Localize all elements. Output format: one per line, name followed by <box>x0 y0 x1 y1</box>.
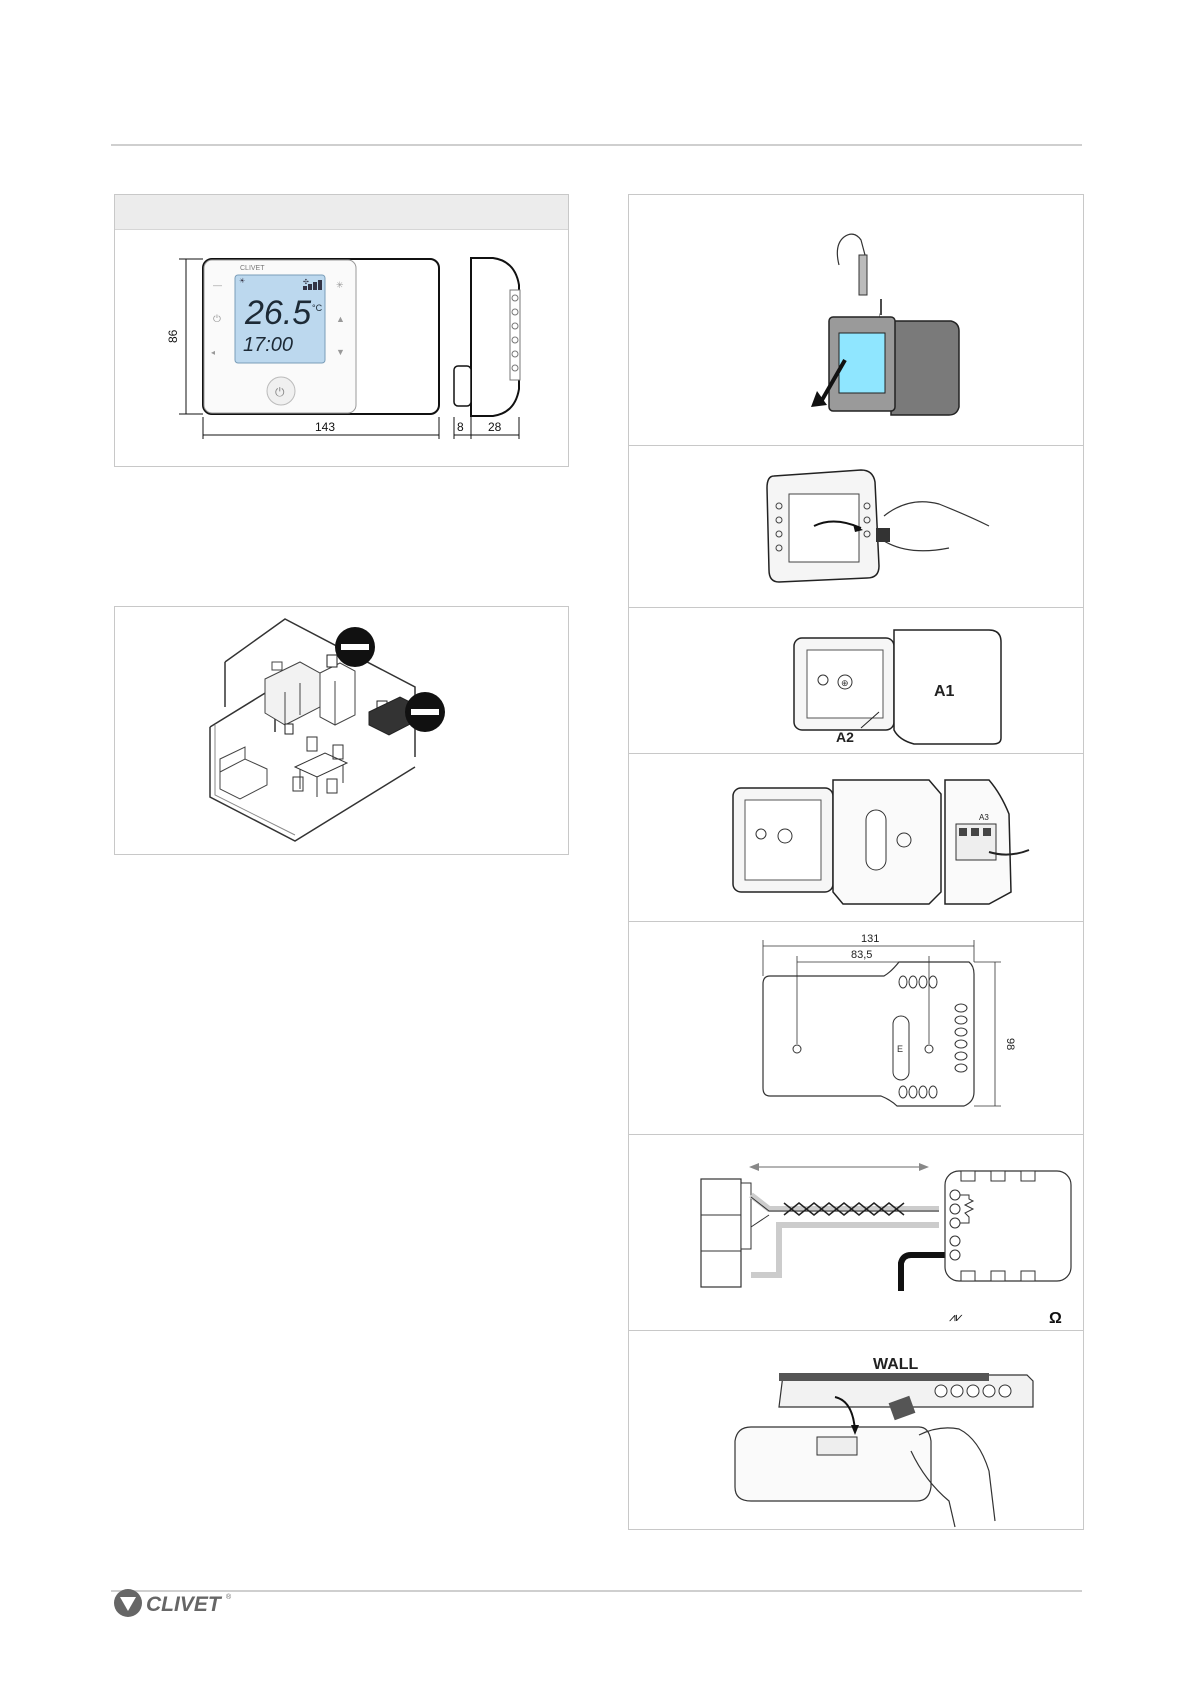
step-remove-connector <box>629 445 1083 608</box>
step-separate-parts: ⊕ A1 A2 <box>629 607 1083 754</box>
ohm-symbol: Ω <box>1049 1310 1062 1327</box>
screwdriver-icon <box>859 255 867 295</box>
room-placement-figure <box>114 606 569 855</box>
fan-button-icon: ✳ <box>336 280 344 290</box>
wall-label: WALL <box>873 1356 919 1373</box>
clivet-logo: CLIVET ® <box>113 1587 233 1621</box>
footer-trademark: ® <box>226 1593 232 1601</box>
footer-logo: CLIVET ® <box>113 1587 233 1626</box>
lcd-time: 17:00 <box>243 334 293 356</box>
hand-icon <box>884 502 989 526</box>
room-isometric-drawing <box>115 607 570 856</box>
lcd-unit: °C <box>312 303 323 313</box>
footer-brand: CLIVET <box>146 1593 223 1616</box>
dimensions-figure: ☀ ✣ 26.5 °C 17:00 CLIVET — ⏻ ◂ ✳ ▲ ▼ ⏻ 8… <box>114 194 569 467</box>
hole-spacing-label: 83,5 <box>851 949 872 961</box>
backplate-dimension-drawing: E 131 83,5 98 <box>629 922 1085 1135</box>
front-brand-label: CLIVET <box>240 265 265 272</box>
height-dimension: 86 <box>166 329 180 343</box>
power-mode-icon: ⏻ <box>213 314 221 325</box>
header-rule <box>111 144 1082 146</box>
step-open-housing: A3 <box>629 753 1083 922</box>
wiring-diagram: ⩘⩗ Ω <box>629 1135 1085 1331</box>
wall-mount-drawing: WALL <box>629 1331 1085 1531</box>
resistor-symbol: ⩘⩗ <box>949 1310 963 1324</box>
part-a3-label: A3 <box>979 813 989 822</box>
part-a2-label: A2 <box>836 729 854 745</box>
up-arrow-icon: ▲ <box>336 314 345 324</box>
back-arrow-icon: ◂ <box>211 348 215 357</box>
depth-dimension: 28 <box>488 420 502 434</box>
center-mark: E <box>897 1044 903 1054</box>
gap-dimension: 8 <box>457 420 464 434</box>
step-mount-on-wall: WALL <box>629 1330 1083 1531</box>
backplate-width-label: 131 <box>861 933 879 945</box>
lcd-sun-icon: ☀ <box>239 277 245 285</box>
footer-rule <box>111 1590 1082 1592</box>
lcd-temperature: 26.5 <box>244 294 311 332</box>
step-backplate-dimensions: E 131 83,5 98 <box>629 921 1083 1135</box>
thermostat-dimension-drawing: ☀ ✣ 26.5 °C 17:00 CLIVET — ⏻ ◂ ✳ ▲ ▼ ⏻ 8… <box>115 195 570 468</box>
width-dimension: 143 <box>315 420 335 434</box>
power-button-icon: ⏻ <box>275 385 285 399</box>
open-cover-drawing: ↓ <box>629 195 1085 445</box>
menu-button-icon: — <box>213 280 222 290</box>
open-housing-drawing: A3 <box>629 754 1085 922</box>
step-wiring: ⩘⩗ Ω <box>629 1134 1083 1331</box>
down-arrow-icon: ▼ <box>336 347 345 357</box>
remove-connector-drawing <box>629 446 1085 608</box>
separate-parts-drawing: ⊕ A1 A2 <box>629 608 1085 754</box>
installation-steps-figure: ↓ <box>628 194 1084 1530</box>
svg-text:⊕: ⊕ <box>841 678 849 688</box>
part-a1-label: A1 <box>934 683 955 700</box>
step-open-cover: ↓ <box>629 195 1083 445</box>
backplate-height-label: 98 <box>1004 1038 1016 1050</box>
